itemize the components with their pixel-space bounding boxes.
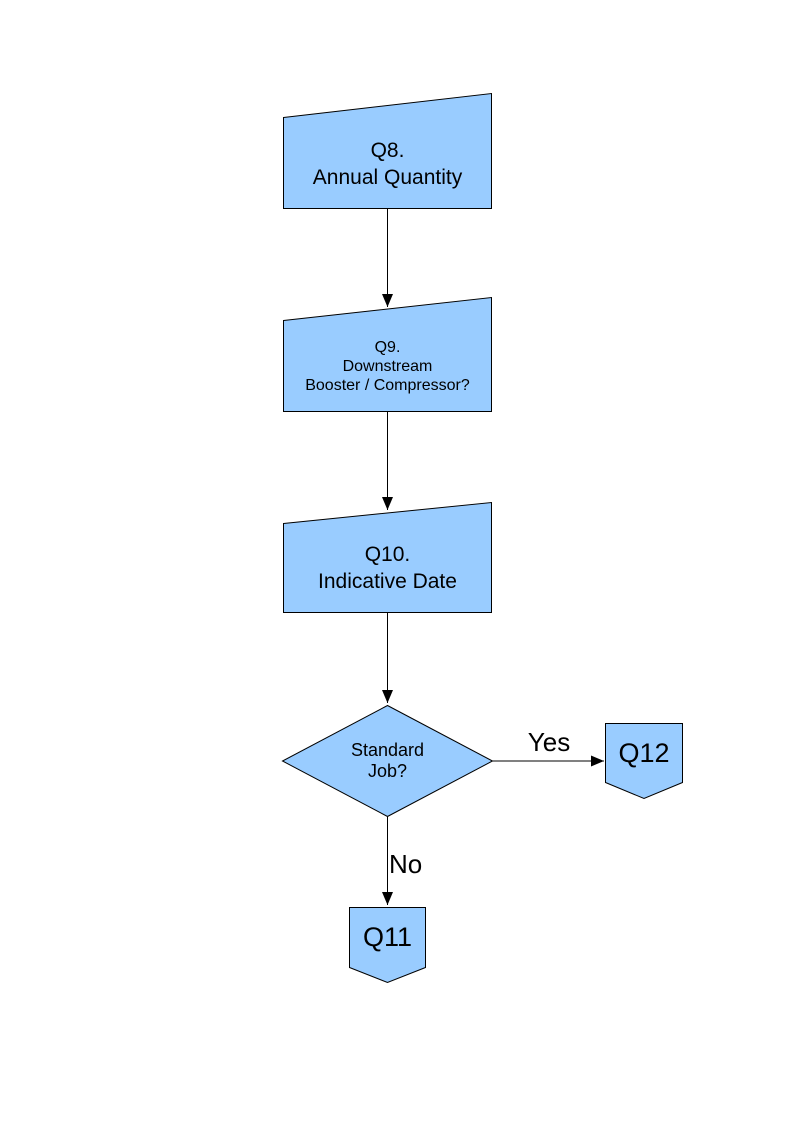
node-q9-label: Q9. Downstream Booster / Compressor? (305, 339, 470, 394)
node-q11-label: Q11 (362, 921, 413, 952)
node-q9-shape (283, 296, 492, 412)
node-standard-job-shape (281, 704, 494, 818)
edge-label-yes: Yes (527, 727, 571, 757)
node-q10-shape (283, 501, 492, 613)
node-q10: Q10. Indicative Date (283, 501, 492, 613)
node-standard-job: Standard Job? (281, 704, 494, 818)
node-q12-shape (605, 723, 683, 800)
node-q8: Q8. Annual Quantity (283, 92, 492, 209)
manual-input-shape (283, 296, 492, 412)
node-standard-job-label: Standard Job? (350, 740, 425, 781)
node-q8-label: Q8. Annual Quantity (312, 139, 463, 189)
manual-input-shape (283, 92, 492, 209)
edge-label-no: No (389, 849, 423, 879)
decision-diamond-shape (281, 704, 494, 818)
node-q10-label: Q10. Indicative Date (318, 542, 457, 593)
node-q8-shape (283, 92, 492, 209)
off-page-connector-shape (349, 907, 426, 984)
node-q11: Q11 (349, 907, 426, 984)
node-q9: Q9. Downstream Booster / Compressor? (283, 296, 492, 412)
node-q12: Q12 (605, 723, 683, 800)
manual-input-shape (283, 501, 492, 613)
node-q12-label: Q12 (618, 737, 670, 768)
off-page-connector-shape (605, 723, 683, 800)
node-q11-shape (349, 907, 426, 984)
